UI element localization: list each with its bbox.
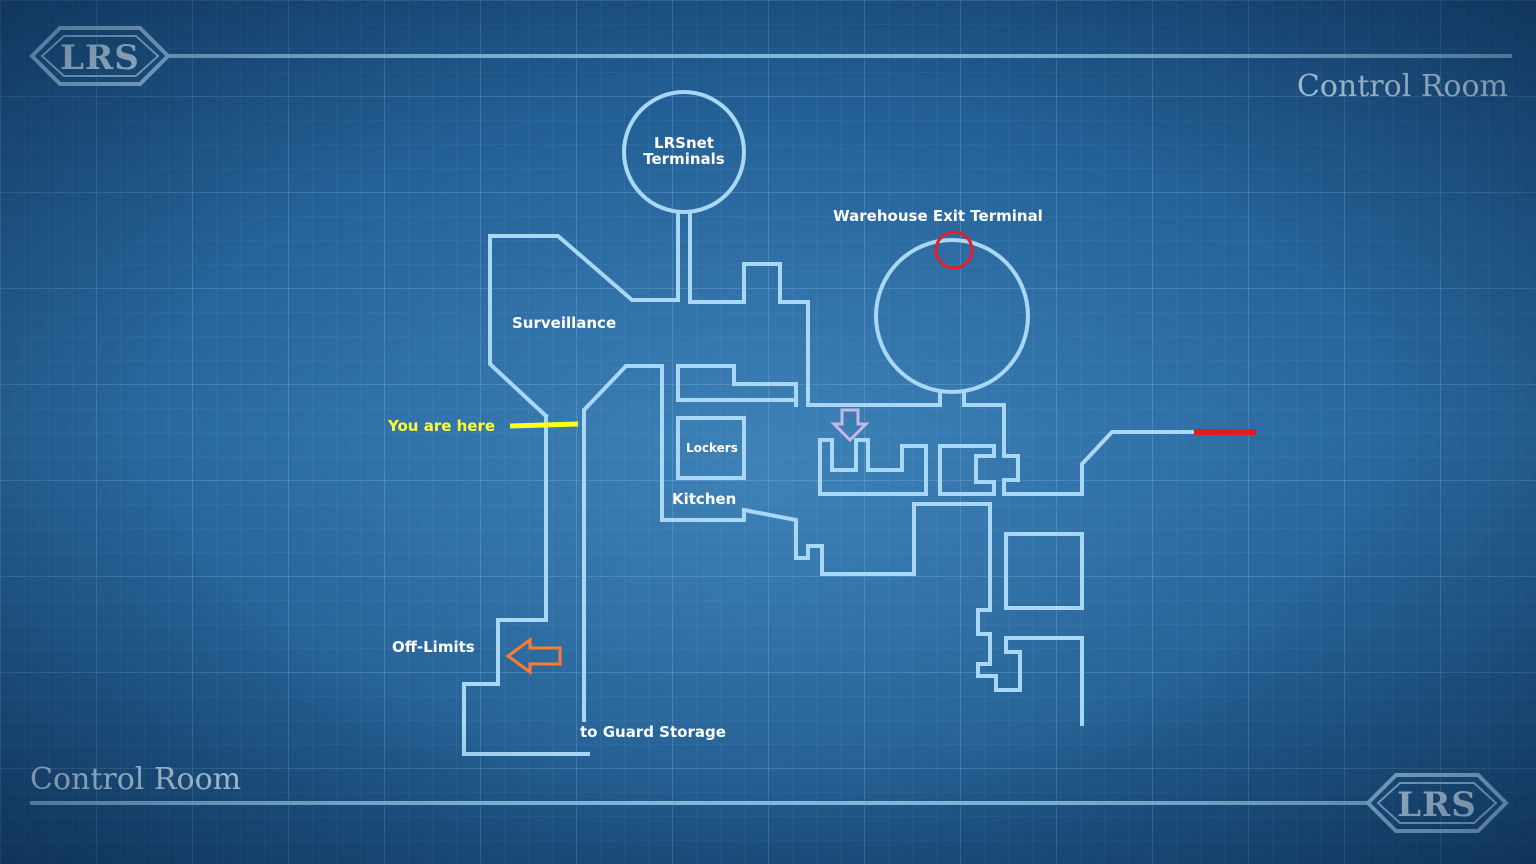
warehouse-exit-label: Warehouse Exit Terminal (833, 207, 1043, 225)
lockers-label: Lockers (686, 441, 738, 455)
south-corridor (741, 502, 1084, 726)
east-small-room (938, 444, 996, 496)
footer-logo-text: LRS (1397, 785, 1477, 825)
west-corridor-outer (462, 414, 590, 756)
surveillance-outer-top-right (688, 262, 942, 407)
lrsnet-label-line2: Terminals (643, 150, 725, 168)
off-limits-label: Off-Limits (392, 638, 475, 656)
warehouse-room (874, 238, 1030, 394)
footer-frame: LRS Control Room (30, 762, 1509, 833)
footer-title: Control Room (30, 762, 241, 797)
east-square-room (1004, 532, 1084, 610)
east-passage (962, 390, 1198, 496)
middle-room (818, 438, 928, 496)
guard-storage-label: to Guard Storage (580, 723, 726, 741)
objective-arrow-icon (830, 408, 870, 443)
header-title: Control Room (1297, 69, 1508, 104)
you-are-here-label: You are here (387, 417, 495, 435)
surveillance-label: Surveillance (512, 314, 616, 332)
off-limits-arrow-icon (505, 637, 562, 675)
header-logo-text: LRS (60, 38, 140, 78)
header-frame: LRS Control Room (29, 26, 1512, 104)
markers (505, 230, 1256, 675)
labels: LRSnet Terminals Warehouse Exit Terminal… (387, 134, 1043, 741)
kitchen-label: Kitchen (672, 490, 736, 508)
you-are-here-marker (509, 421, 579, 429)
exit-terminal-marker (934, 230, 974, 270)
